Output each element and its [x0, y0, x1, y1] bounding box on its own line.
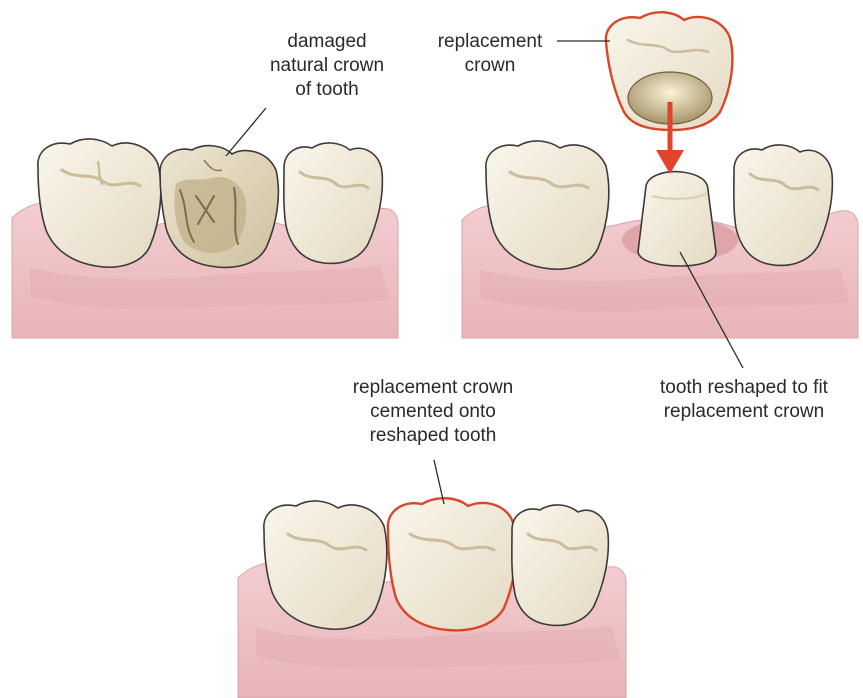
panel-damaged-tooth — [12, 108, 398, 338]
label-line: tooth reshaped to fit — [630, 376, 858, 400]
label-line: replacement — [420, 30, 560, 54]
label-line: crown — [420, 54, 560, 78]
label-line: of tooth — [238, 78, 416, 102]
label-line: cemented onto — [318, 400, 548, 424]
label-line: replacement crown — [630, 400, 858, 424]
label-cemented-crown: replacement crown cemented onto reshaped… — [318, 376, 548, 448]
molar-right — [734, 145, 833, 266]
label-damaged-crown: damaged natural crown of tooth — [238, 30, 416, 102]
leader-line-damaged — [226, 108, 266, 156]
molar-right — [284, 143, 383, 264]
label-line: natural crown — [238, 54, 416, 78]
molar-right — [512, 505, 609, 626]
label-line: damaged — [238, 30, 416, 54]
reshaped-tooth-stump — [638, 172, 716, 266]
label-reshaped-tooth: tooth reshaped to fit replacement crown — [630, 376, 858, 424]
label-replacement-crown: replacement crown — [420, 30, 560, 78]
cemented-crown — [388, 498, 517, 630]
label-line: replacement crown — [318, 376, 548, 400]
damaged-molar — [160, 146, 278, 268]
label-line: reshaped tooth — [318, 424, 548, 448]
panel-cemented-crown — [238, 460, 626, 698]
